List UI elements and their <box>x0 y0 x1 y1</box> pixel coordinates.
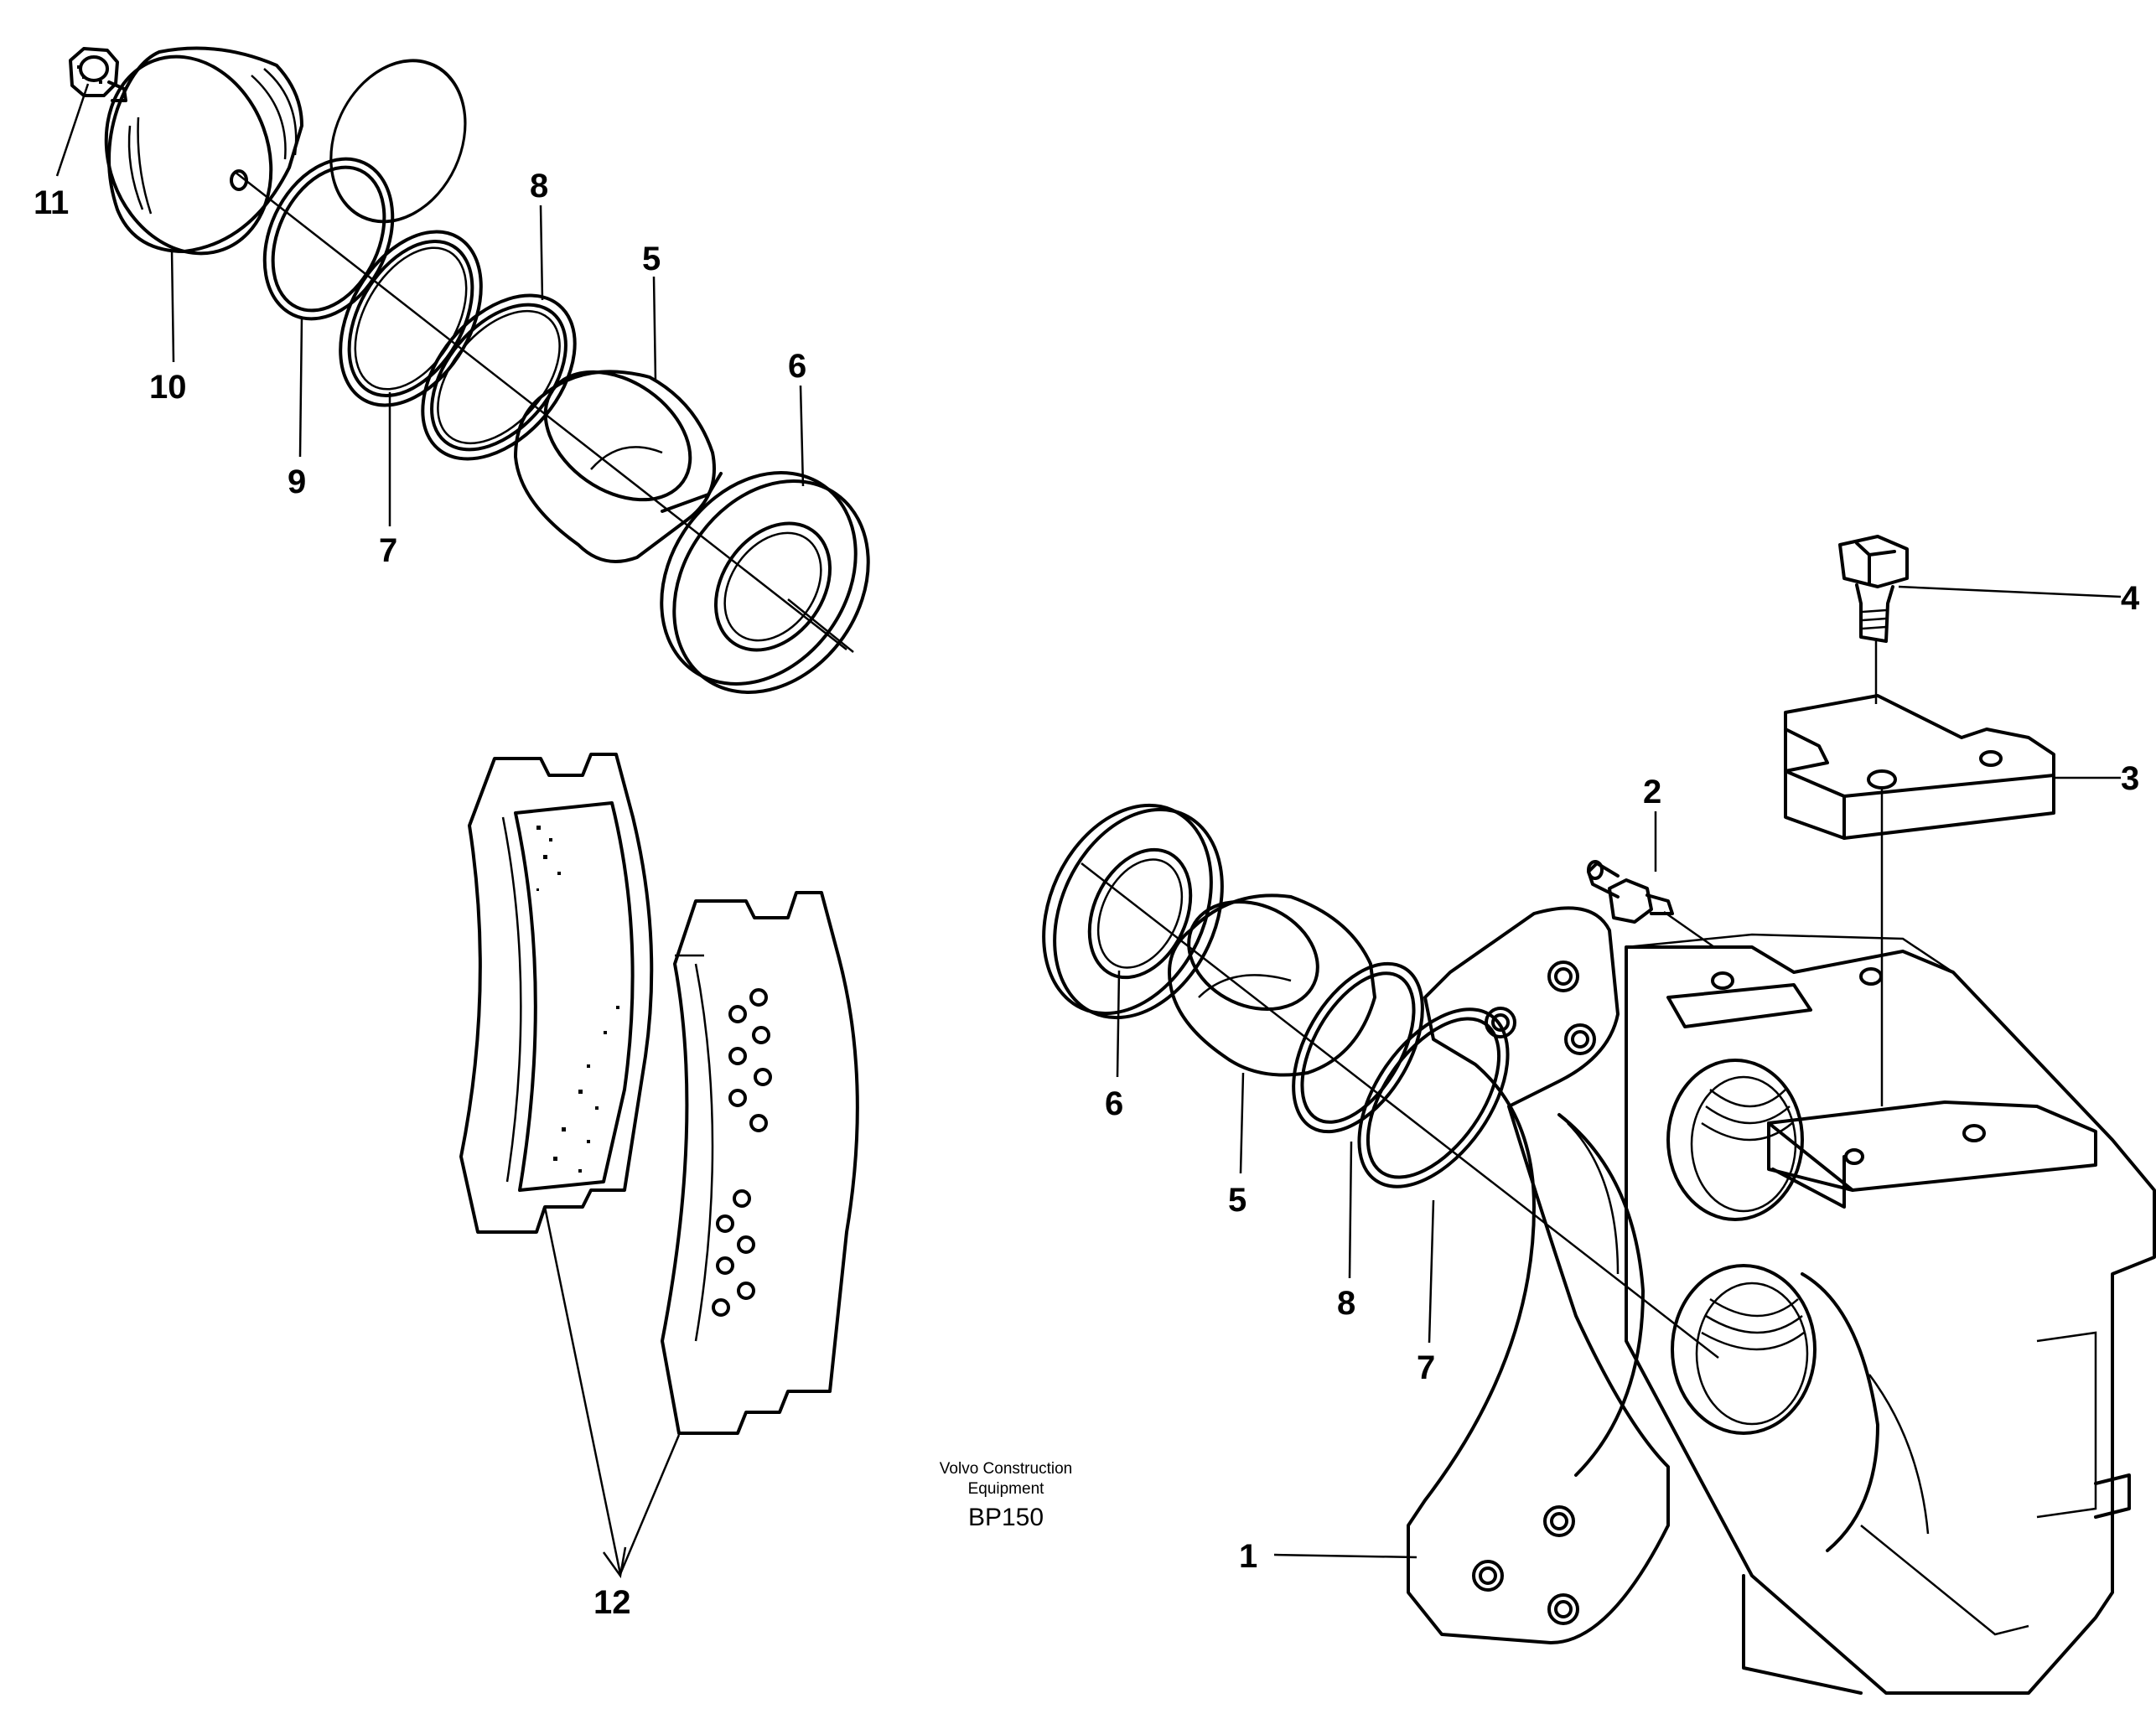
piston-5-lower <box>1168 893 1376 1077</box>
brake-pads-12 <box>459 753 859 1435</box>
callout-8-lower: 8 <box>1337 1285 1355 1322</box>
callout-12: 12 <box>593 1584 631 1621</box>
leader-6-top <box>799 385 805 487</box>
plate-3 <box>1784 694 2055 1106</box>
callout-5-top: 5 <box>642 241 661 277</box>
bolt-4 <box>1838 535 1909 704</box>
cover-10 <box>104 46 303 256</box>
callout-10: 10 <box>149 369 187 406</box>
leader-5-top <box>652 276 657 382</box>
leader-lines <box>55 83 2122 1579</box>
dust-boot-6-top <box>660 471 870 694</box>
leader-5-lower <box>1239 1072 1245 1174</box>
pad-rivet-holes <box>712 988 772 1317</box>
callout-6-lower: 6 <box>1105 1085 1123 1122</box>
ring-9 <box>262 59 467 321</box>
leader-10 <box>170 249 175 363</box>
callout-labels: 11 10 9 7 8 5 6 4 3 2 6 5 8 7 1 12 <box>34 168 2140 1621</box>
publisher-credit: Volvo Construction Equipment BP150 <box>940 1460 1072 1531</box>
top-assembly <box>69 46 870 694</box>
leader-1 <box>1273 1553 1417 1559</box>
leader-7-lower <box>1428 1199 1435 1344</box>
piston-5-top <box>514 370 723 563</box>
lower-assembly <box>1042 535 2156 1695</box>
callout-7-lower: 7 <box>1417 1349 1435 1386</box>
dust-boot-6-lower <box>1042 803 1224 1020</box>
brake-pad-2 <box>661 891 859 1435</box>
top-axis-line <box>234 171 847 650</box>
credit-line-1: Volvo Construction <box>940 1460 1072 1478</box>
leader-8-top <box>539 205 544 301</box>
callout-4: 4 <box>2121 580 2140 617</box>
leader-6-lower <box>1116 970 1121 1078</box>
leader-8-lower <box>1348 1141 1353 1279</box>
leader-12a <box>543 1206 622 1575</box>
callout-2: 2 <box>1643 774 1661 810</box>
leader-12b <box>619 1434 681 1575</box>
caliper-housing-1 <box>1407 906 2156 1695</box>
callout-5-lower: 5 <box>1228 1182 1246 1219</box>
callout-6-top: 6 <box>788 348 806 385</box>
leader-4 <box>1898 585 2122 598</box>
callout-8-top: 8 <box>530 168 548 205</box>
callout-7-top: 7 <box>379 532 397 569</box>
leader-11 <box>55 83 90 177</box>
callout-11: 11 <box>34 184 69 221</box>
seal-ring-7-top <box>339 230 483 407</box>
callout-3: 3 <box>2121 760 2139 797</box>
ring-8-lower <box>1292 961 1424 1134</box>
grease-nipple-2 <box>1587 860 1715 949</box>
leader-9 <box>298 316 303 458</box>
credit-line-2: Equipment <box>968 1480 1045 1498</box>
lower-axis-line <box>1081 862 1719 1359</box>
callout-9: 9 <box>288 463 306 500</box>
callout-1: 1 <box>1239 1538 1257 1575</box>
brake-pad-1 <box>459 753 654 1234</box>
credit-code: BP150 <box>968 1504 1044 1531</box>
